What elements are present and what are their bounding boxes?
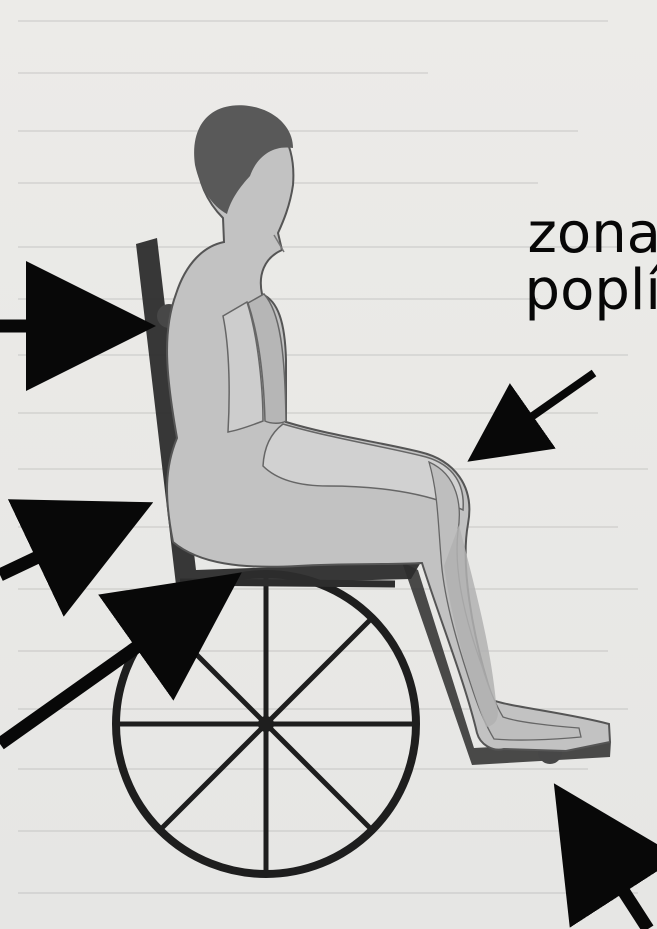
annotation-arrows <box>0 326 648 929</box>
wheel-drawing <box>116 574 416 874</box>
arrow-icon <box>0 519 118 575</box>
popliteal-zone-label: zona poplí <box>515 205 657 319</box>
arrow-icon <box>575 816 648 929</box>
arrow-icon <box>487 373 594 448</box>
